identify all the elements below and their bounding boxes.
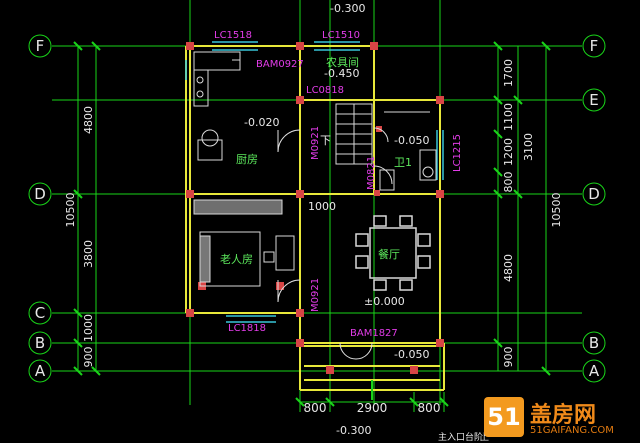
- room-label-elder-room: 老人房: [220, 253, 253, 266]
- doors: [277, 127, 393, 360]
- right-dim-800: 800: [502, 172, 515, 193]
- door-code-bam1827: BAM1827: [350, 328, 398, 339]
- stairs: [335, 103, 373, 165]
- door-code-bam0927: BAM0927: [256, 59, 304, 70]
- bathroom-fixtures: [379, 111, 437, 191]
- dimension-ticks: [73, 41, 551, 407]
- axis-b-right: B: [589, 334, 599, 352]
- window-code-lc1518: LC1518: [214, 30, 252, 41]
- right-dim-1700: 1700: [502, 59, 515, 87]
- window-code-lc1215: LC1215: [452, 134, 463, 172]
- bottom-dim-800-right: 800: [418, 401, 441, 415]
- right-dim-4800: 4800: [502, 254, 515, 282]
- level-top: -0.300: [330, 2, 365, 15]
- windows: [185, 41, 444, 323]
- kitchen-fixtures: [193, 51, 241, 161]
- room-label-wc: 卫1: [394, 156, 412, 169]
- entrance-label: 主入口台阶: [438, 431, 483, 443]
- axis-e-right: E: [589, 91, 598, 109]
- axis-f-left: F: [36, 37, 45, 55]
- watermark-url: 51GAIFANG.COM: [530, 425, 614, 436]
- right-dim-1100: 1100: [502, 103, 515, 131]
- left-dim-4800: 4800: [82, 106, 95, 134]
- left-axis-bubbles: [28, 34, 52, 383]
- left-dim-900: 900: [82, 347, 95, 368]
- up-label: 上: [480, 432, 489, 443]
- right-dim-900: 900: [502, 347, 515, 368]
- axis-c-left: C: [35, 304, 45, 322]
- axis-b-left: B: [35, 334, 45, 352]
- right-axis-bubbles: [582, 34, 606, 383]
- wardrobe: [193, 199, 283, 215]
- level-dining: ±0.000: [364, 295, 405, 308]
- room-label-dining: 餐厅: [378, 247, 400, 261]
- right-dim-10500: 10500: [550, 193, 563, 228]
- level-bathroom: -0.050: [394, 134, 429, 147]
- axis-d-left: D: [34, 185, 46, 203]
- level-kitchen: -0.020: [244, 116, 279, 129]
- axis-d-right: D: [588, 185, 600, 203]
- room-label-kitchen: 厨房: [236, 153, 258, 166]
- window-code-lc0818: LC0818: [306, 85, 344, 96]
- site-watermark: 51 盖房网 51GAIFANG.COM: [484, 397, 634, 441]
- watermark-badge: 51: [484, 397, 524, 437]
- axis-a-right: A: [589, 362, 600, 380]
- window-code-lc1818: LC1818: [228, 323, 266, 334]
- bottom-dim-2900: 2900: [357, 401, 388, 415]
- dim-1000-mid: 1000: [308, 200, 336, 213]
- window-code-lc1510: LC1510: [322, 30, 360, 41]
- stair-down: 下: [320, 134, 331, 147]
- level-porch: -0.050: [394, 348, 429, 361]
- level-tool-room: -0.450: [324, 67, 359, 80]
- room-label-tool-room: 农具间: [326, 55, 359, 69]
- door-code-m0921-bedroom: M0921: [310, 278, 321, 312]
- left-dim-1000: 1000: [82, 314, 95, 342]
- axis-f-right: F: [590, 37, 599, 55]
- door-code-m0821: M0821: [366, 156, 377, 190]
- right-dim-3100: 3100: [522, 133, 535, 161]
- right-dim-1200: 1200: [502, 138, 515, 166]
- watermark-name: 盖房网: [530, 403, 597, 428]
- door-code-m0921-kitchen: M0921: [310, 126, 321, 160]
- level-bottom: -0.300: [336, 424, 371, 437]
- bottom-dim-800-left: 800: [304, 401, 327, 415]
- left-dim-10500: 10500: [64, 193, 77, 228]
- dining-set: [355, 215, 431, 291]
- axis-a-left: A: [35, 362, 46, 380]
- bed: [199, 231, 295, 287]
- walls: [185, 45, 445, 391]
- left-dim-3800: 3800: [82, 240, 95, 268]
